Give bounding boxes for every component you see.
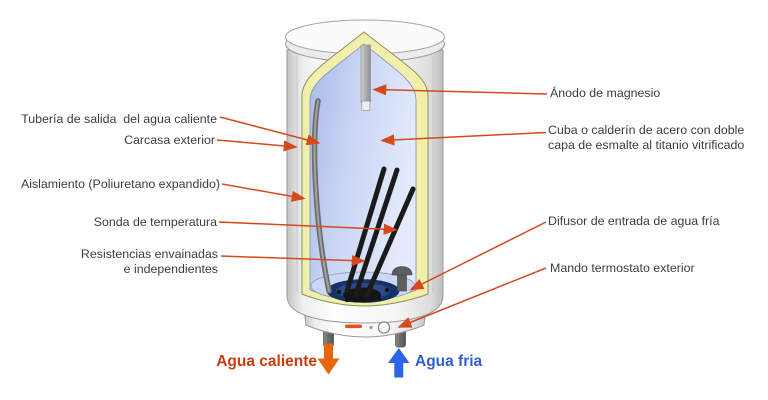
leader-sonda-arrow: [218, 221, 398, 235]
temperature-probe-rod: [344, 166, 387, 294]
label-difusor: Difusor de entrada de agua fría: [548, 214, 720, 228]
leader-resistencias-arrow: [220, 254, 366, 267]
leader-mando-arrow: [397, 267, 547, 328]
resistance-flange: [343, 287, 381, 303]
label-anodo: Ánodo de magnesio: [550, 86, 661, 100]
hot-water-down-arrow-icon: [317, 343, 340, 375]
inlet-diffuser: [391, 266, 413, 292]
magnesium-anode: [360, 44, 371, 111]
leader-tuberia-arrow: [219, 116, 321, 146]
tank-bottom: [310, 271, 416, 303]
hot-water-label: Agua caliente: [216, 353, 317, 370]
outlet-pipe: [311, 98, 332, 294]
label-mando: Mando termostato exterior: [550, 261, 695, 275]
brand-mark: [345, 324, 362, 329]
heating-rod: [353, 167, 400, 297]
label-cuba: Cuba o calderín de acero con doble capa …: [548, 123, 745, 152]
heating-rod: [363, 186, 416, 300]
heating-rods: [344, 166, 416, 300]
thermostat-knob: [377, 321, 391, 334]
leader-anodo-arrow: [372, 84, 548, 96]
cold-water-label: Agua fria: [415, 353, 483, 370]
leader-aislamiento-arrow: [221, 183, 306, 202]
leader-carcasa-arrow: [216, 139, 298, 152]
leader-difusor-arrow: [409, 221, 547, 291]
leader-arrows: [216, 84, 548, 328]
leader-cuba-arrow: [380, 131, 547, 146]
label-carcasa-exterior: Carcasa exterior: [124, 133, 215, 147]
label-aislamiento: Aislamiento (Poliuretano expandido): [20, 177, 220, 191]
pilot-dot: [369, 325, 373, 330]
label-resistencias: Resistencias envainadas e independientes: [80, 247, 218, 276]
label-tuberia-salida: Tubería de salida del agua caliente: [21, 112, 217, 126]
cold-water-up-arrow-icon: [388, 348, 410, 378]
label-sonda: Sonda de temperatura: [93, 215, 217, 229]
